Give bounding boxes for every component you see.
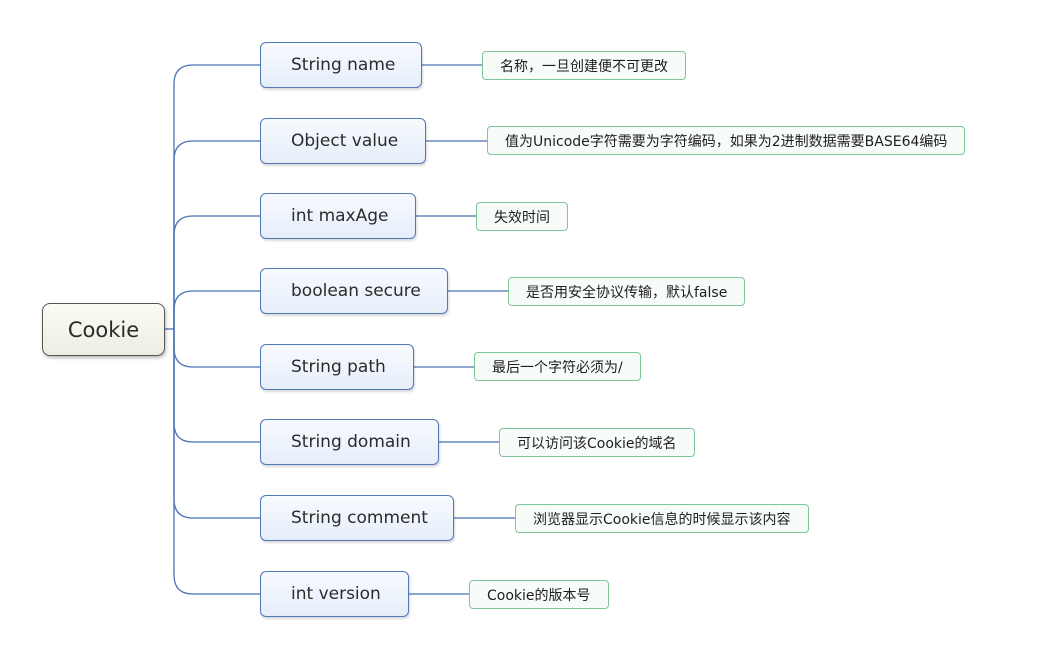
branch-curve-1 (173, 140, 260, 329)
note-path[interactable]: 最后一个字符必须为/ (474, 352, 641, 381)
note-name[interactable]: 名称，一旦创建便不可更改 (482, 51, 686, 80)
field-node-name[interactable]: String name (260, 42, 422, 88)
note-secure[interactable]: 是否用安全协议传输，默认false (508, 277, 746, 306)
note-maxage[interactable]: 失效时间 (476, 202, 568, 231)
root-node-cookie[interactable]: Cookie (42, 303, 165, 356)
branch-curve-4 (173, 329, 260, 368)
field-node-value[interactable]: Object value (260, 118, 426, 164)
branch-curve-0 (173, 64, 260, 329)
field-node-maxage[interactable]: int maxAge (260, 193, 416, 239)
note-value[interactable]: 值为Unicode字符需要为字符编码，如果为2进制数据需要BASE64编码 (487, 126, 966, 155)
field-node-domain[interactable]: String domain (260, 419, 439, 465)
note-domain[interactable]: 可以访问该Cookie的域名 (499, 428, 695, 457)
field-node-path[interactable]: String path (260, 344, 414, 390)
branch-curve-5 (173, 329, 260, 443)
branch-curve-7 (173, 329, 260, 595)
field-node-secure[interactable]: boolean secure (260, 268, 448, 314)
branch-curve-3 (173, 290, 260, 329)
note-comment[interactable]: 浏览器显示Cookie信息的时候显示该内容 (515, 504, 809, 533)
branch-curve-6 (173, 329, 260, 519)
field-node-comment[interactable]: String comment (260, 495, 454, 541)
field-node-version[interactable]: int version (260, 571, 409, 617)
note-version[interactable]: Cookie的版本号 (469, 580, 609, 609)
branch-curve-2 (173, 215, 260, 329)
